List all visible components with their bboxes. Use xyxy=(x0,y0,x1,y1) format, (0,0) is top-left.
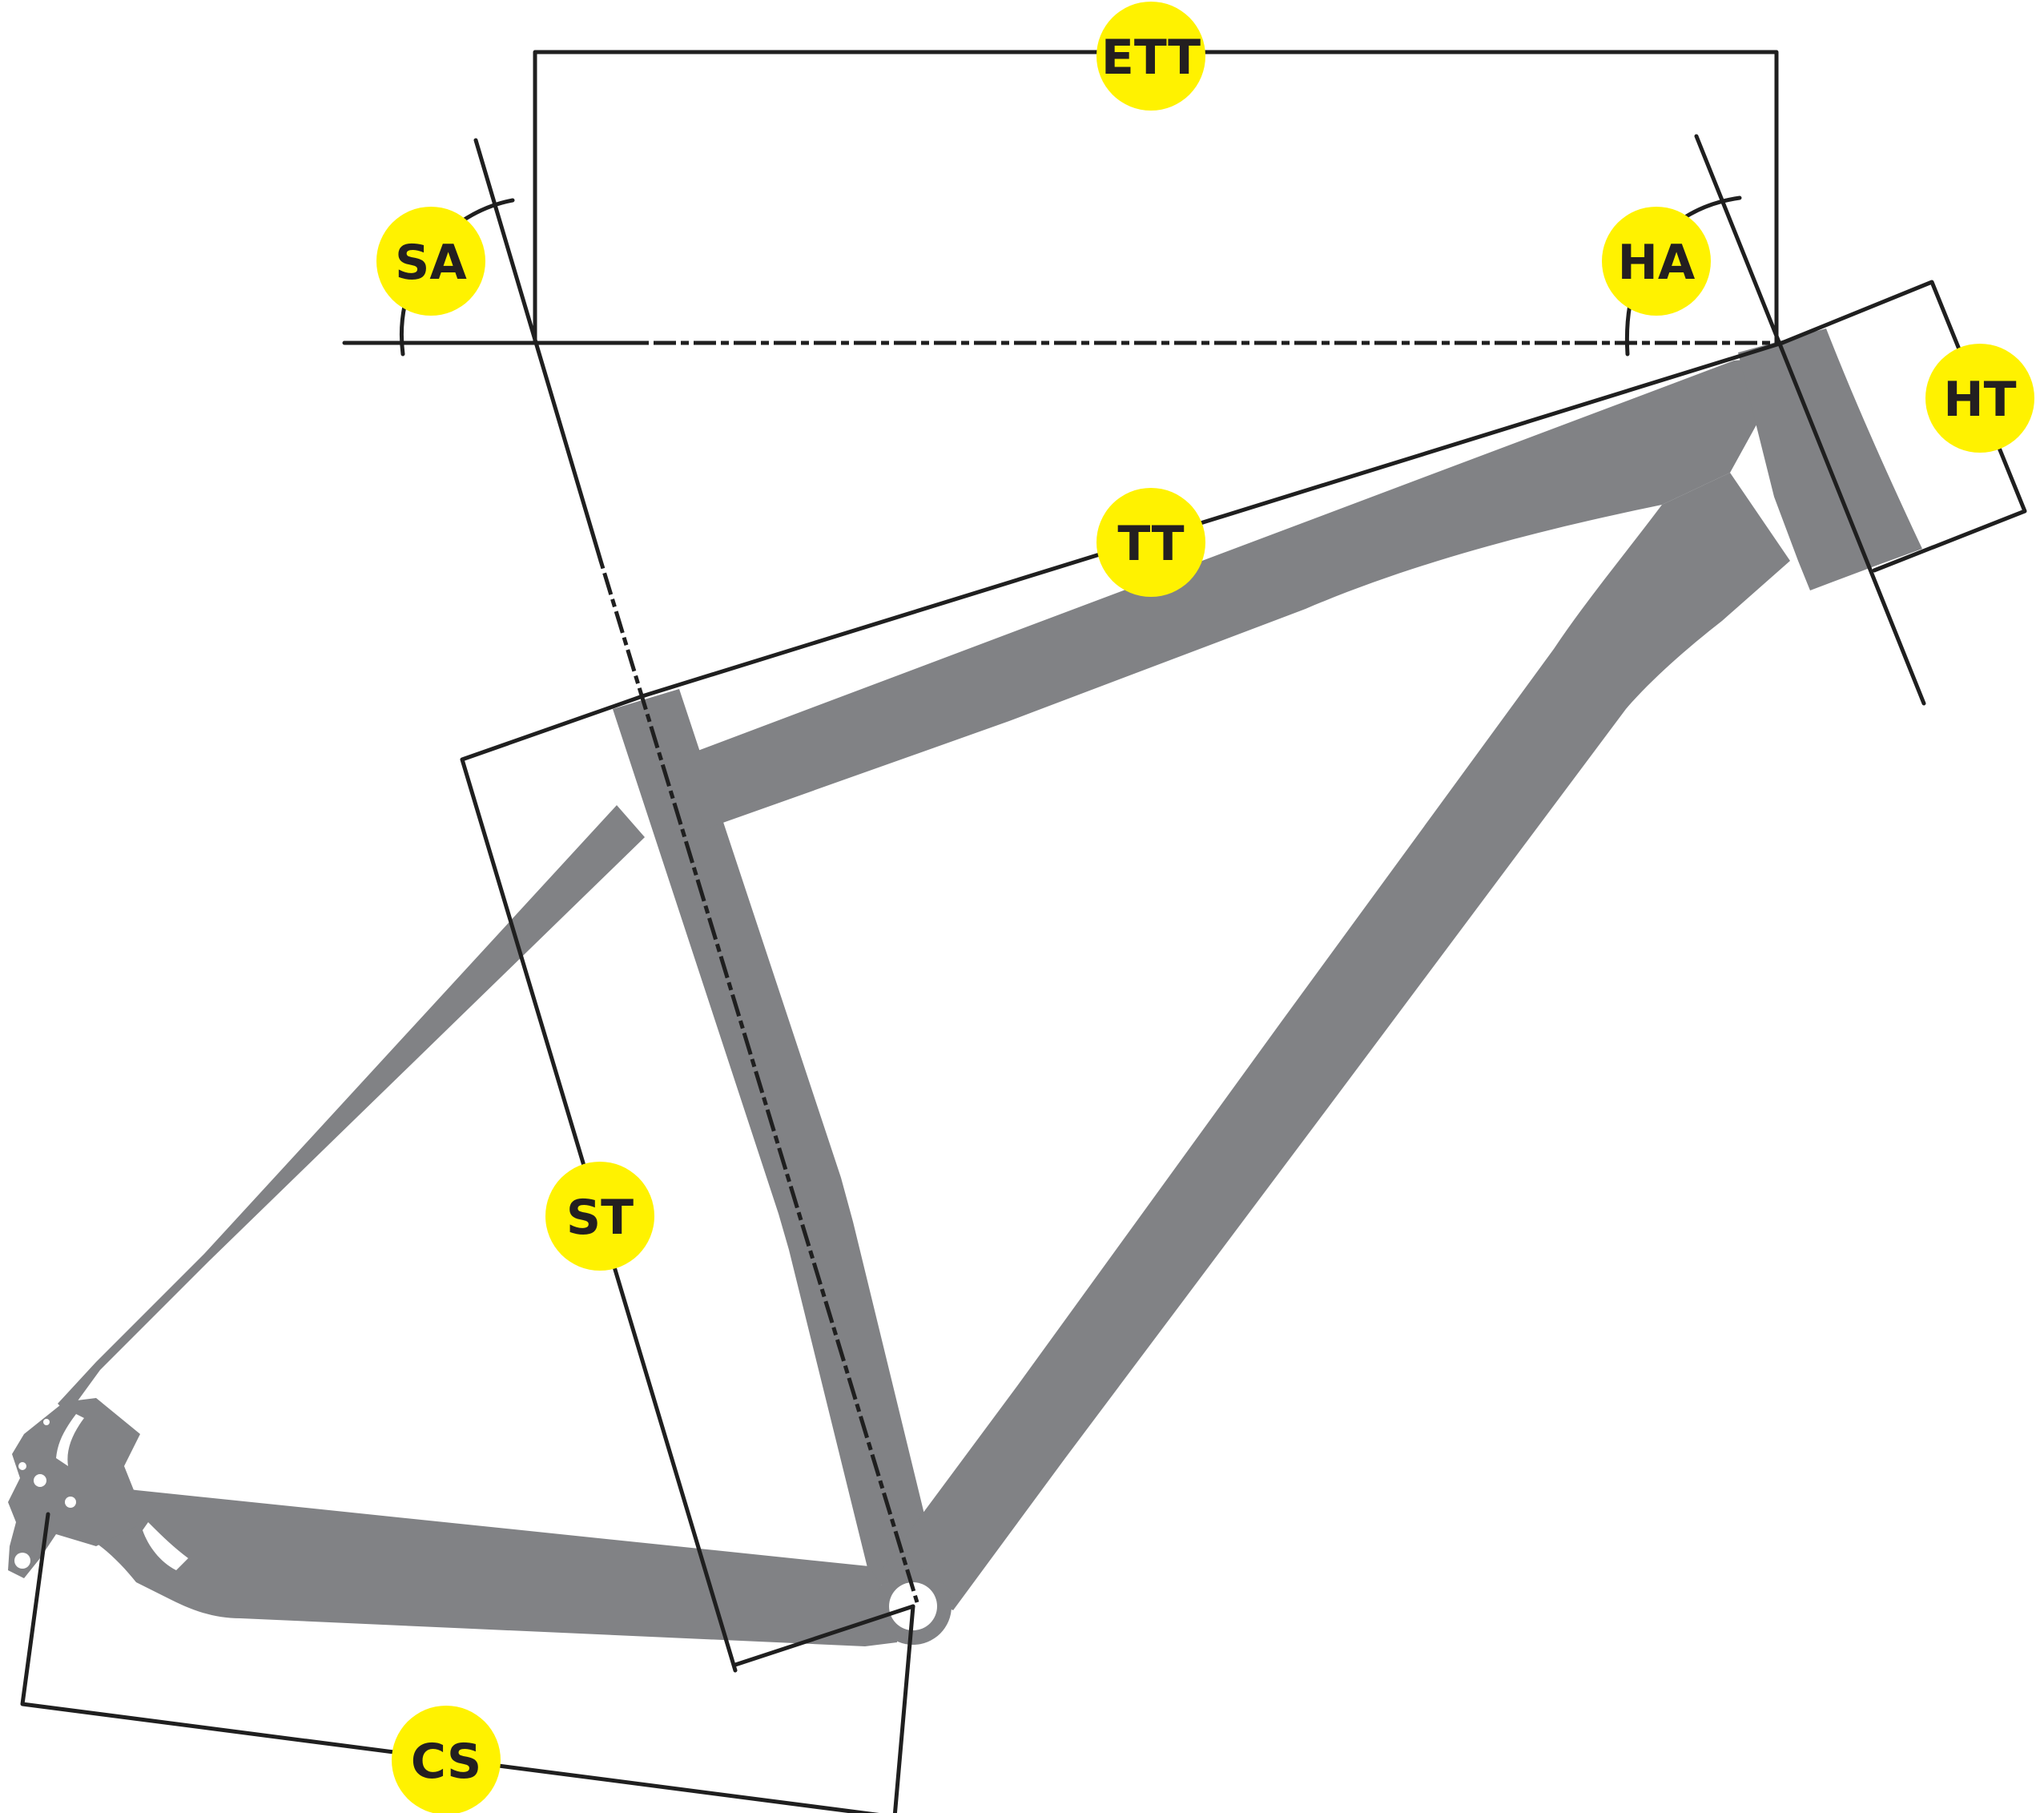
label-cs: CS xyxy=(392,1706,501,1813)
label-cs-circle xyxy=(392,1706,501,1813)
seat-tube-axis-dashed xyxy=(598,560,919,1603)
label-ett-text: ETT xyxy=(1101,30,1201,86)
head-tube xyxy=(1738,328,1922,590)
label-tt-text: TT xyxy=(1117,516,1184,572)
head-tube-axis xyxy=(1694,134,1926,706)
label-ett-circle xyxy=(1096,2,1205,111)
label-ett: ETT xyxy=(1096,2,1205,111)
st-dimension-line xyxy=(460,693,738,1673)
label-st-text: ST xyxy=(566,1190,634,1246)
label-sa: SA xyxy=(376,207,485,316)
label-sa-circle xyxy=(376,207,485,316)
label-ha: HA xyxy=(1602,207,1711,316)
label-st-circle xyxy=(545,1162,654,1271)
dropout-hole xyxy=(14,1553,30,1569)
label-ht: HT xyxy=(1925,344,2034,453)
st-bottom-tick xyxy=(733,1604,915,1667)
seat-tube-axis-upper xyxy=(473,138,603,563)
top-tube xyxy=(681,357,1794,829)
label-st: ST xyxy=(545,1162,654,1271)
dropout-slot xyxy=(56,1414,84,1466)
chain-stay xyxy=(48,1482,897,1646)
dropout-slot xyxy=(143,1522,188,1570)
seat-stay xyxy=(58,805,645,1414)
dropout-hole xyxy=(43,1419,50,1425)
label-tt: TT xyxy=(1096,488,1205,597)
rear-dropout xyxy=(8,1398,140,1578)
label-ht-text: HT xyxy=(1943,372,2016,428)
label-ha-text: HA xyxy=(1618,235,1696,291)
frame xyxy=(8,328,1922,1646)
label-cs-text: CS xyxy=(411,1734,481,1790)
label-ht-circle xyxy=(1925,344,2034,453)
seat-tube xyxy=(613,689,933,1590)
label-tt-circle xyxy=(1096,488,1205,597)
dimension-lines xyxy=(20,50,2027,1813)
label-sa-text: SA xyxy=(395,235,467,291)
dropout-hole xyxy=(65,1497,76,1508)
dropout-hole xyxy=(18,1462,26,1470)
dropout-hole xyxy=(34,1474,46,1487)
label-ha-circle xyxy=(1602,207,1711,316)
down-tube xyxy=(881,473,1790,1610)
tt-dimension-line xyxy=(642,340,1784,698)
